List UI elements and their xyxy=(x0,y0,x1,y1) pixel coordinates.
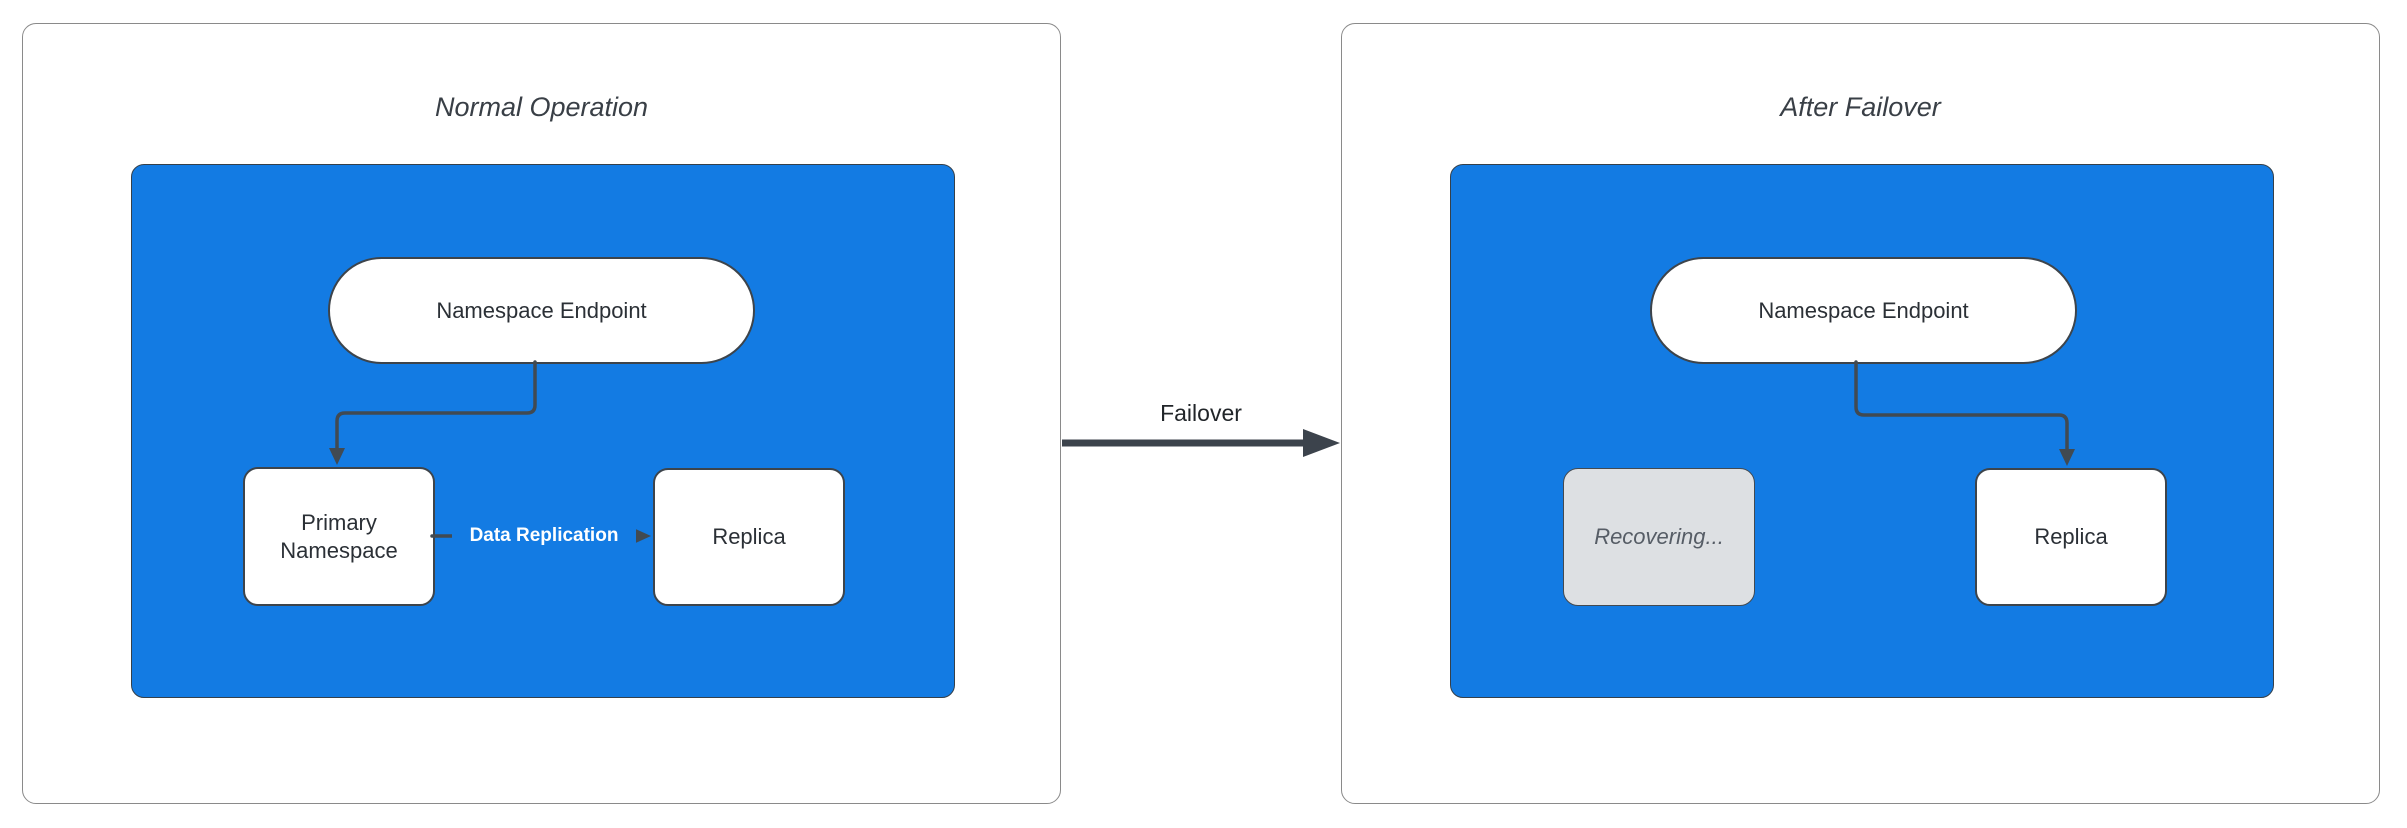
node-recovering: Recovering... xyxy=(1563,468,1755,606)
node-replica: Replica xyxy=(1975,468,2167,606)
node-label: Namespace Endpoint xyxy=(436,297,647,323)
node-label: Replica xyxy=(712,524,786,550)
cluster-box: Namespace Endpoint Recovering... Replica xyxy=(1450,164,2274,698)
node-primary-namespace: Primary Namespace xyxy=(243,467,435,606)
edge-label-data-replication: Data Replication xyxy=(452,522,636,550)
node-replica: Replica xyxy=(653,468,845,606)
panel-after-failover: After Failover Namespace Endpoint Recove… xyxy=(1341,23,2380,804)
node-namespace-endpoint: Namespace Endpoint xyxy=(1650,257,2077,364)
failover-arrow xyxy=(1062,429,1340,457)
node-label: Namespace Endpoint xyxy=(1758,297,1969,323)
cluster-box: Namespace Endpoint Primary Namespace Rep… xyxy=(131,164,955,698)
panel-title: After Failover xyxy=(1780,92,1941,122)
node-label: Recovering... xyxy=(1594,524,1724,550)
node-namespace-endpoint: Namespace Endpoint xyxy=(328,257,755,364)
panel-title: Normal Operation xyxy=(434,92,649,122)
panel-normal-operation: Normal Operation Namespace Endpoint Prim… xyxy=(22,23,1061,804)
node-label: Replica xyxy=(2034,524,2108,550)
failover-arrow-label: Failover xyxy=(1160,400,1242,426)
node-label: Primary Namespace xyxy=(280,510,398,563)
